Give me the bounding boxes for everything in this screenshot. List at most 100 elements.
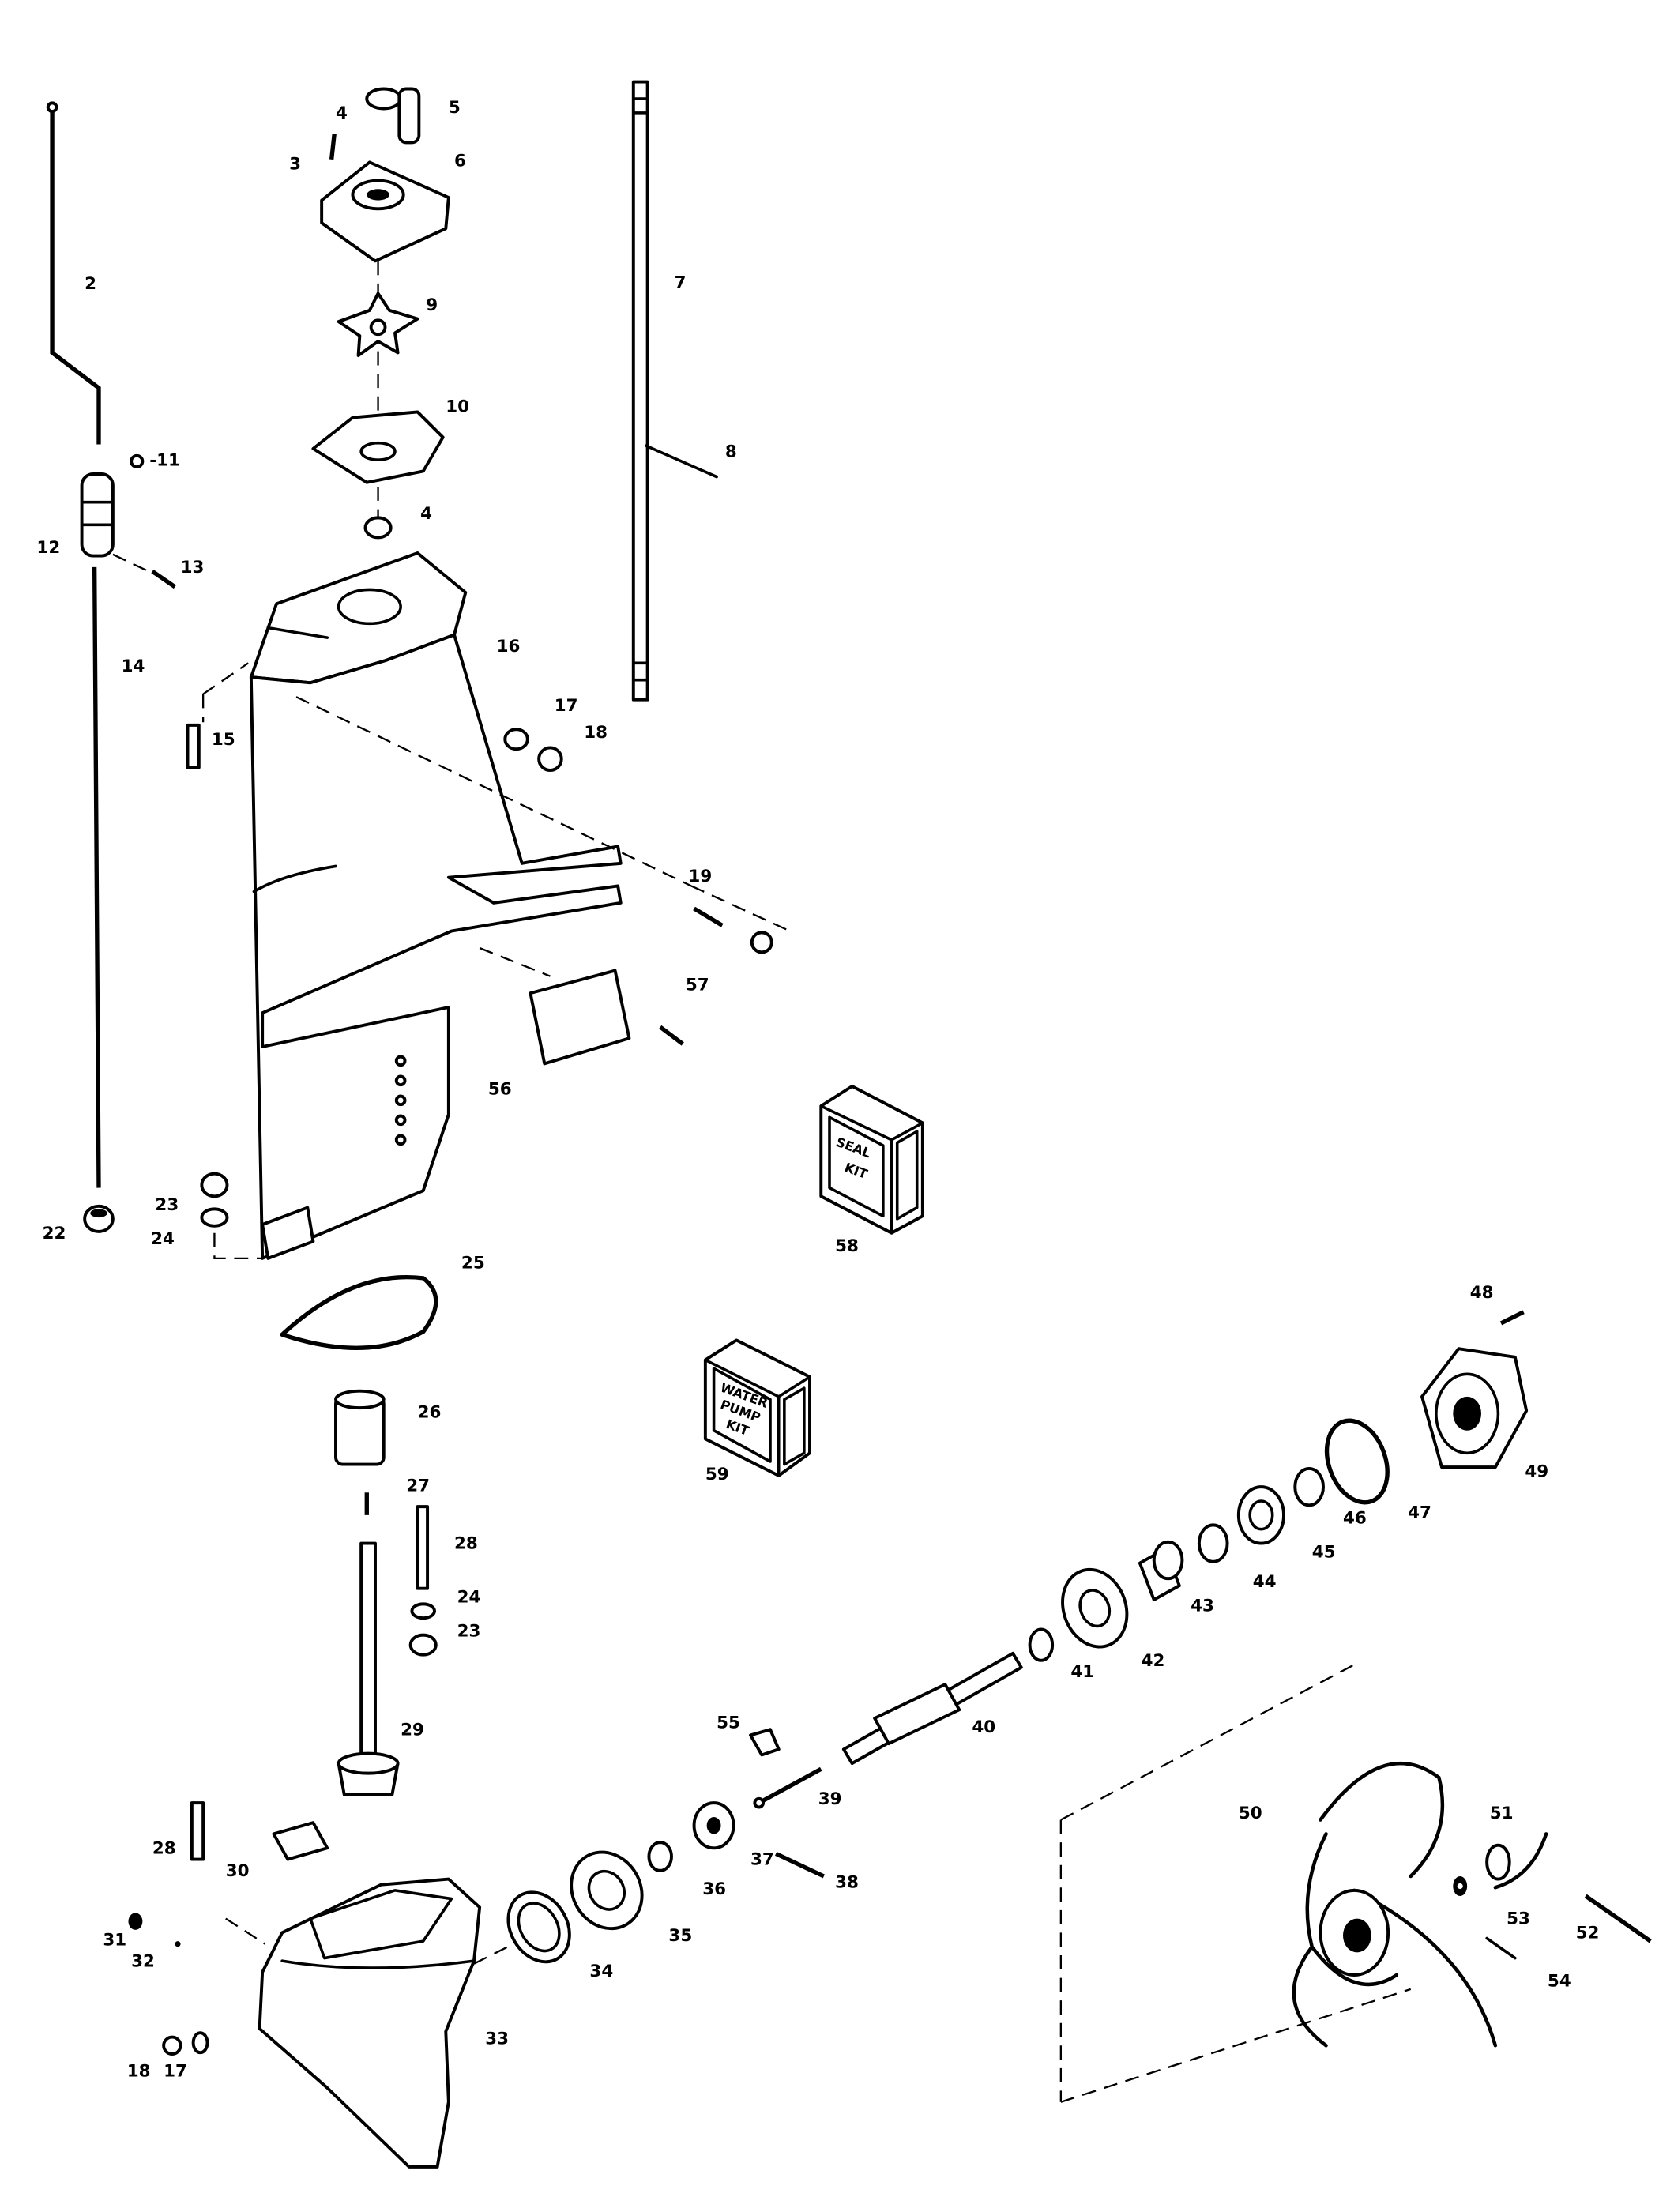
- callout-label: 6: [454, 152, 466, 171]
- callout-label: 27: [406, 1477, 430, 1496]
- callout-label: 14: [122, 656, 145, 676]
- seal-46: [1293, 1466, 1325, 1507]
- callout-label: 47: [1408, 1503, 1431, 1522]
- forward-gear-35: [570, 1850, 644, 1931]
- callout-label: 28: [152, 1838, 176, 1858]
- pinion-shaft-29: [337, 1541, 400, 1796]
- water-tube-5: [397, 87, 421, 145]
- screw-48: [1499, 1310, 1525, 1326]
- water-pump-kit-59: WATER PUMP KIT: [703, 1338, 811, 1477]
- callout-label: 40: [972, 1717, 995, 1737]
- callout-label: 16: [497, 637, 521, 656]
- callout-label: 9: [426, 295, 438, 315]
- impeller-9: [337, 292, 419, 357]
- washer-24: [200, 1207, 229, 1228]
- pump-housing-6: [320, 160, 450, 263]
- cotter-pin-54: [1485, 1936, 1517, 1960]
- reverse-gear-42: [1061, 1567, 1129, 1649]
- shift-lever-55: [749, 1728, 781, 1757]
- callout-label: 24: [151, 1229, 175, 1249]
- bearing-45: [1236, 1485, 1285, 1545]
- callout-label: 36: [702, 1879, 726, 1899]
- callout-label: 18: [127, 2062, 151, 2082]
- callout-label: 56: [488, 1080, 512, 1100]
- callout-label: 50: [1239, 1804, 1262, 1823]
- callout-label: 28: [454, 1534, 478, 1554]
- callout-label: 55: [717, 1714, 740, 1733]
- clutch-dog-37: [692, 1801, 735, 1850]
- callout-label: 59: [705, 1465, 729, 1484]
- callout-label: 30: [226, 1861, 250, 1881]
- callout-label: 35: [668, 1926, 692, 1946]
- screw-11: [130, 453, 145, 469]
- washer-41: [1028, 1627, 1055, 1662]
- callout-label: 33: [485, 2030, 509, 2049]
- clip-30: [272, 1821, 329, 1861]
- screw-15: [186, 723, 201, 769]
- pin-52: [1584, 1894, 1652, 1943]
- stud-28b: [190, 1801, 205, 1861]
- callout-label: 10: [446, 397, 469, 416]
- exhaust-housing-16: [249, 551, 623, 1260]
- plug-31: [128, 1913, 143, 1930]
- bushing-26: [334, 1389, 386, 1466]
- shift-rod-connector: [80, 472, 115, 558]
- screw-18b: [162, 2035, 182, 2056]
- propeller-50: [1292, 1761, 1498, 2048]
- thrust-hub-51: [1485, 1832, 1548, 1890]
- callout-label: 46: [1343, 1509, 1367, 1529]
- pin-13: [151, 570, 176, 589]
- callout-label: 4: [420, 504, 432, 524]
- callout-label: 54: [1548, 1971, 1571, 1991]
- callout-label: 17: [555, 696, 578, 716]
- plate-56: [529, 969, 631, 1066]
- callout-label: 45: [1312, 1542, 1336, 1562]
- gearcase-33: [258, 1877, 482, 2169]
- bearing-carrier-49: [1420, 1347, 1529, 1469]
- callout-label: 39: [818, 1789, 842, 1809]
- callout-label: 42: [1142, 1651, 1165, 1671]
- callout-label: 52: [1576, 1924, 1600, 1943]
- screw-19: [693, 906, 773, 954]
- grommet-4: [365, 87, 403, 111]
- grommet: [83, 1204, 115, 1233]
- callout-label: 41: [1070, 1662, 1094, 1682]
- callout-label: 13: [181, 558, 205, 577]
- screw-18: [537, 746, 563, 772]
- washer-36: [647, 1841, 673, 1872]
- stud-28: [416, 1505, 430, 1590]
- bearing-cup-34: [506, 1890, 571, 1964]
- propeller-shaft-40: [841, 1651, 1023, 1766]
- callout-label: 23: [457, 1621, 481, 1641]
- callout-label: 26: [418, 1403, 442, 1423]
- spring-38: [775, 1852, 825, 1879]
- callout-label: 32: [131, 1951, 155, 1971]
- nut-23: [200, 1172, 229, 1198]
- callout-label: 17: [164, 2062, 187, 2082]
- washer-17b: [191, 2031, 209, 2055]
- callout-label: 53: [1507, 1909, 1530, 1929]
- driveshaft-7: [631, 80, 649, 702]
- callout-label: 44: [1253, 1572, 1277, 1592]
- callout-label: 3: [289, 154, 301, 174]
- callout-label: 8: [725, 442, 737, 462]
- callout-label: 15: [212, 730, 235, 750]
- callout-label: 38: [835, 1872, 859, 1892]
- callout-label: 49: [1525, 1462, 1548, 1482]
- callout-label: 51: [1490, 1804, 1514, 1823]
- callout-label: 18: [584, 723, 608, 743]
- callout-label: 22: [43, 1224, 66, 1243]
- callout-label: 7: [675, 273, 687, 292]
- callout-label: -11: [149, 450, 180, 470]
- callout-label: 2: [85, 274, 96, 294]
- o-ring-47: [1324, 1418, 1390, 1505]
- gasket-25: [280, 1274, 438, 1350]
- seal-kit-58: SEAL KIT: [819, 1085, 924, 1235]
- callout-label: 23: [155, 1195, 179, 1215]
- callout-label: 48: [1470, 1283, 1494, 1303]
- washer-53: [1453, 1876, 1468, 1896]
- callout-label: 31: [103, 1931, 126, 1951]
- washer-17: [503, 728, 529, 751]
